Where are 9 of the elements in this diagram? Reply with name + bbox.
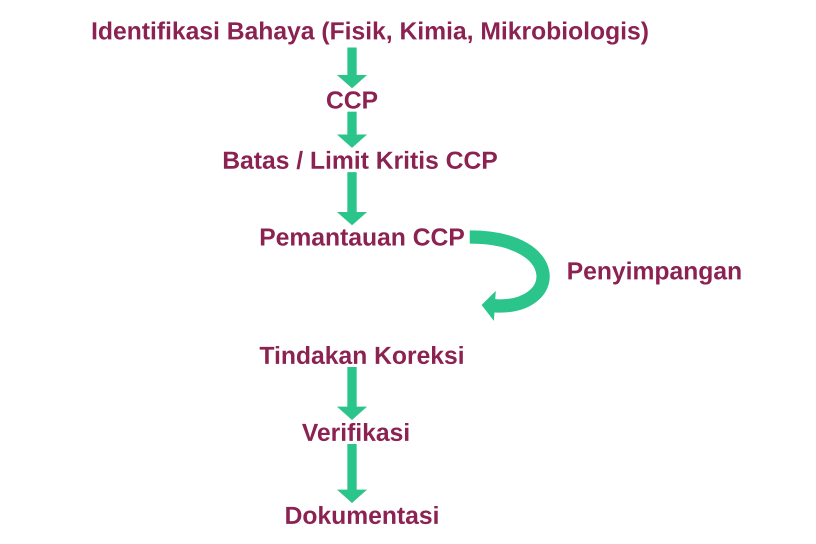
step-text: CCP <box>326 91 378 109</box>
step-text: Batas / Limit Kritis CCP <box>224 150 497 170</box>
step-text: Identifikasi Bahaya (Fisik, Kimia, Mikrobiologis) <box>92 21 648 45</box>
step-text: Tindakan Koreksi <box>260 346 463 364</box>
step-text: Dokumentasi <box>286 506 438 524</box>
step-text: Pemantauan CCP <box>260 228 464 246</box>
step-text: Verifikasi <box>302 422 408 442</box>
curved-arrow <box>469 230 550 321</box>
edge-label: Penyimpangan <box>568 261 741 285</box>
